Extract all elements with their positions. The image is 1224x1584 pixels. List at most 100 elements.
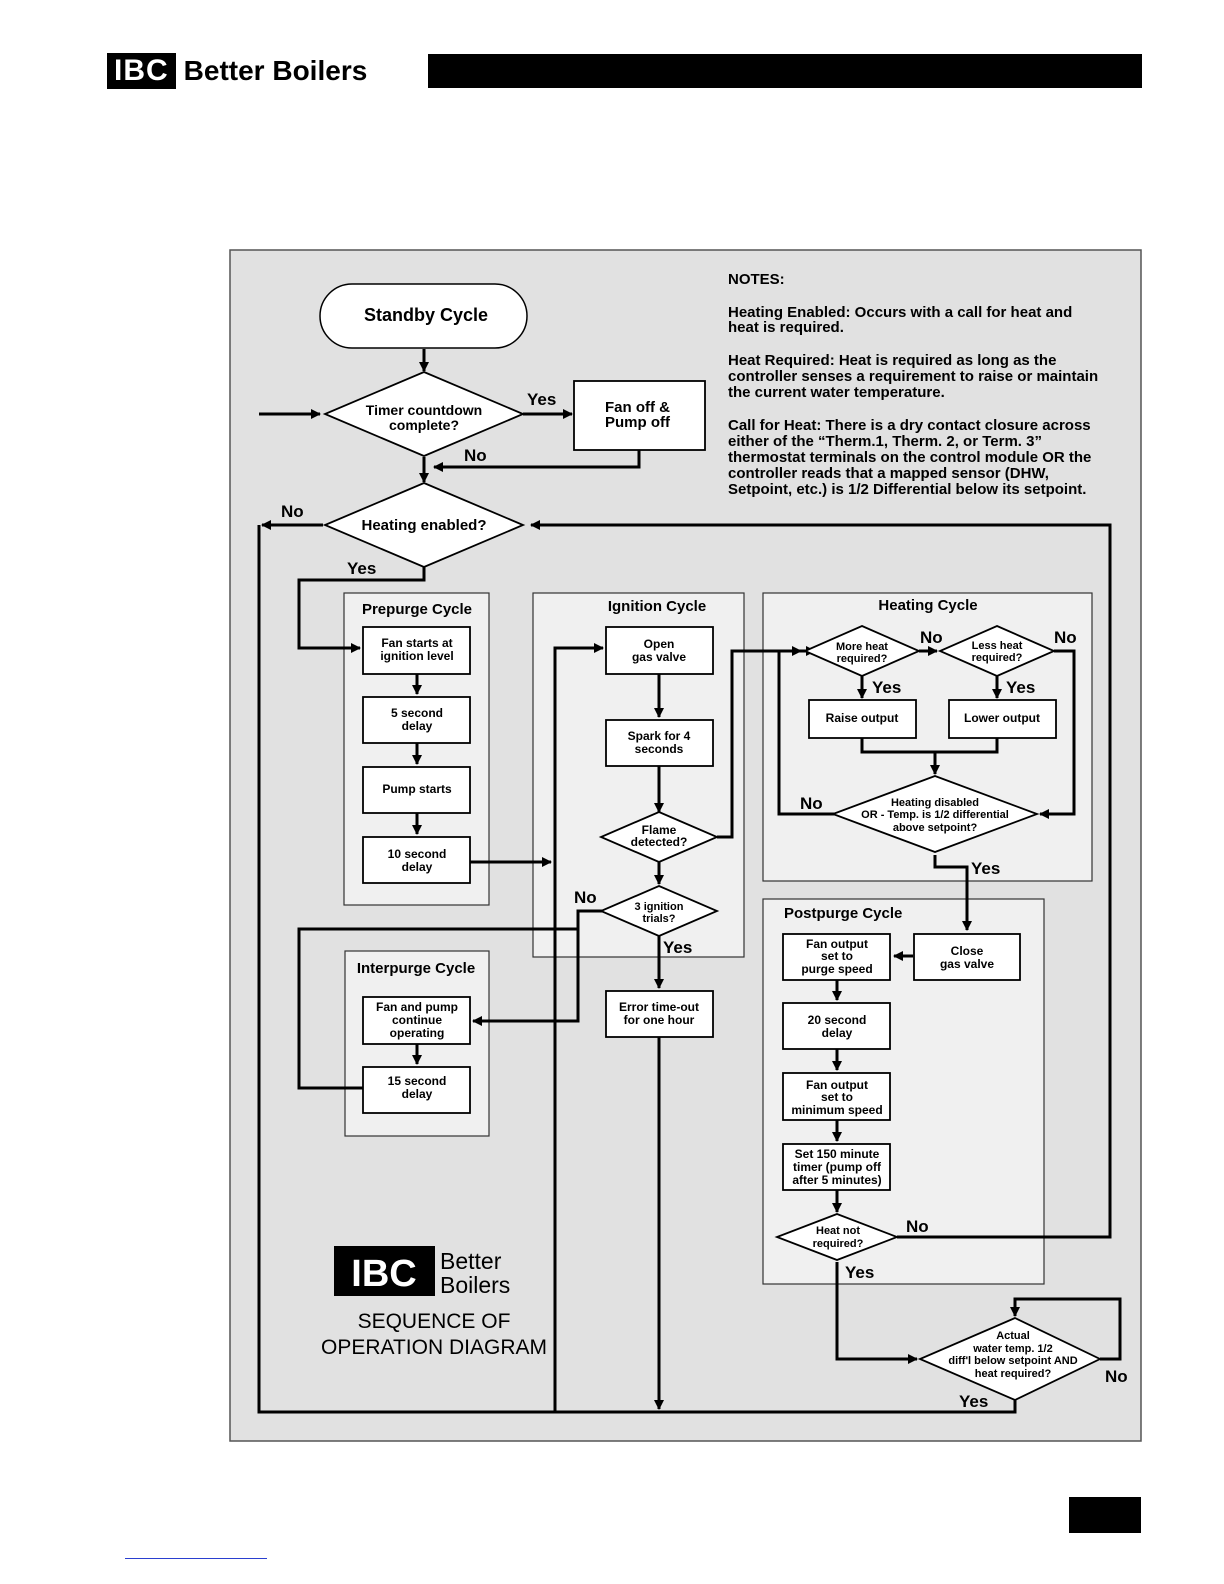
interpurge-title: Interpurge Cycle [357,960,475,977]
standby-node [319,283,528,349]
interpurge-step-1-l1: Fan and pump [376,1000,458,1014]
note-3-line-3: thermostat terminals on the control modu… [728,449,1091,466]
postpurge-step-1 [782,933,891,981]
note-1-line-2: heat is required. [728,319,844,336]
postpurge-step-3 [782,1072,891,1121]
actual-l1: Actual [996,1330,1030,1342]
heating-disabled-l1: Heating disabled [891,797,979,809]
heat-not-required-decision [774,1213,900,1261]
postpurge-step-1-l1: Fan output [806,937,868,951]
note-3-line-5: Setpoint, etc.) is 1/2 Differential belo… [728,481,1086,498]
less-heat-l1: Less heat [972,640,1023,652]
diagram-logo: IBC Better Boilers [334,1246,510,1298]
postpurge-step-3-l1: Fan output [806,1078,868,1092]
error-box [605,990,714,1038]
heating-enabled-decision [322,482,526,568]
prepurge-step-4 [362,836,471,884]
timer-label-1: Timer countdown [366,402,482,418]
postpurge-step-3-l2: set to [821,1090,853,1104]
open-gas-valve-l1: Open [644,637,675,651]
interpurge-step-1-l2: continue [392,1013,442,1027]
less-heat-l2: required? [972,652,1023,664]
heating-disabled-l3: above setpoint? [893,822,978,834]
footer-link-line [125,1558,267,1559]
actual-l3: diff'l below setpoint AND [948,1355,1077,1367]
postpurge-step-1-l3: purge speed [801,962,872,976]
heating-disabled-decision [830,775,1040,853]
yes-trials: Yes [663,938,692,957]
prepurge-step-3 [362,766,471,814]
flame-decision [598,811,720,863]
spark-box [605,719,714,767]
diagram-title-line-2: OPERATION DIAGRAM [321,1336,547,1359]
postpurge-step-4 [782,1143,891,1191]
page-number-tab [1069,1497,1141,1533]
postpurge-step-1-l2: set to [821,949,853,963]
no-more-heat: No [920,628,943,647]
note-3-line-2: either of the “Therm.1, Therm. 2, or Ter… [728,433,1042,450]
lower-output-box [948,699,1057,739]
no-trials: No [574,888,597,907]
no-actual: No [1105,1367,1128,1386]
open-gas-valve-box [605,626,714,675]
postpurge-step-4-l2: timer (pump off [793,1160,882,1174]
ignition-title: Ignition Cycle [608,598,706,615]
spark-l1: Spark for 4 [628,729,691,743]
header-bar [428,54,1142,88]
prepurge-step-2-l1: 5 second [391,706,443,720]
ibc-logo: IBC [107,53,176,89]
fan-pump-off-1: Fan off & [605,399,670,416]
yes-heating-disabled: Yes [971,859,1000,878]
timer-label-2: complete? [389,417,459,433]
prepurge-step-2 [362,696,471,744]
prepurge-title: Prepurge Cycle [362,601,472,618]
postpurge-step-2 [782,1002,891,1050]
close-gas-valve-l2: gas valve [940,957,994,971]
no-less-heat: No [1054,628,1077,647]
no-heating-enabled: No [281,502,304,521]
note-2-line-1: Heat Required: Heat is required as long … [728,352,1056,369]
heat-not-l1: Heat not [816,1225,860,1237]
prepurge-step-1-l1: Fan starts at [381,636,452,650]
diagram-logo-ibc: IBC [351,1253,416,1295]
more-heat-l2: required? [837,653,888,665]
close-gas-valve-box [913,933,1021,981]
heat-not-l2: required? [813,1238,864,1250]
no-timer: No [464,446,487,465]
raise-output-label: Raise output [826,711,899,725]
interpurge-step-2-l2: delay [402,1087,433,1101]
fan-pump-off-2: Pump off [605,414,671,431]
note-2-line-3: the current water temperature. [728,384,945,401]
error-l2: for one hour [624,1013,695,1027]
interpurge-step-1 [362,996,471,1045]
flame-l1: Flame [642,823,677,837]
prepurge-step-3-l1: Pump starts [382,782,452,796]
yes-more-heat: Yes [872,678,901,697]
note-2-line-2: controller senses a requirement to raise… [728,368,1098,385]
note-1-line-1: Heating Enabled: Occurs with a call for … [728,304,1072,321]
postpurge-step-4-l3: after 5 minutes) [792,1173,881,1187]
trials-decision [598,885,720,937]
actual-l4: heat required? [975,1368,1052,1380]
note-3-line-4: controller reads that a mapped sensor (D… [728,465,1049,482]
flame-l2: detected? [631,835,688,849]
diagram-title-line-1: SEQUENCE OF [358,1310,511,1333]
interpurge-step-1-l3: operating [390,1026,445,1040]
connectors [257,349,1122,1414]
diagram-logo-line-2: Boilers [440,1272,510,1298]
brand-name: Better Boilers [183,55,368,86]
no-heating-disabled: No [800,794,823,813]
more-heat-l1: More heat [836,641,888,653]
standby-label: Standby Cycle [364,305,488,325]
postpurge-step-2-l1: 20 second [808,1013,867,1027]
prepurge-step-4-l2: delay [402,860,433,874]
yes-heat-not-required: Yes [845,1263,874,1282]
prepurge-step-1-l2: ignition level [380,649,453,663]
spark-l2: seconds [635,742,684,756]
prepurge-step-1 [362,626,471,675]
yes-less-heat: Yes [1006,678,1035,697]
fan-pump-off-box [573,380,706,451]
header-logo: IBC Better Boilers [107,53,367,89]
actual-temp-decision [917,1317,1103,1401]
